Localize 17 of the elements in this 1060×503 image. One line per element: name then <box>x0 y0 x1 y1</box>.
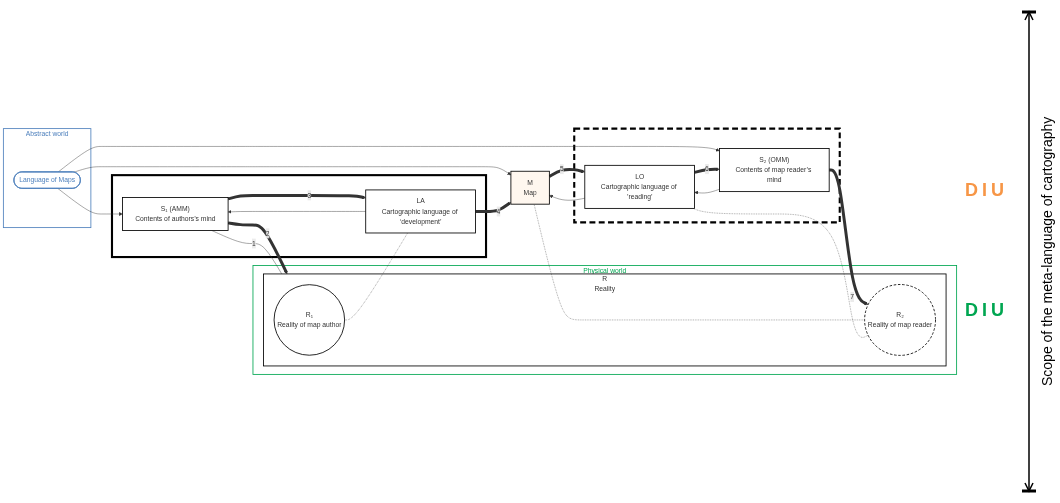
letter-label: D <box>965 180 978 201</box>
letter-label: U <box>991 180 1004 201</box>
scope-caption: Scope of the meta-language of cartography <box>1039 115 1055 389</box>
arrow <box>227 221 288 275</box>
arrow <box>475 201 512 213</box>
letter-label: U <box>991 300 1004 321</box>
letter-label: I <box>982 300 987 321</box>
arrow <box>694 167 720 174</box>
connector <box>211 230 282 275</box>
letter-label: I <box>982 180 987 201</box>
connector <box>533 203 865 321</box>
arrow <box>227 193 366 201</box>
cluster <box>110 174 488 259</box>
connector <box>692 208 869 338</box>
arrow <box>548 167 585 178</box>
cluster <box>573 127 841 224</box>
letter-label: D <box>965 300 978 321</box>
